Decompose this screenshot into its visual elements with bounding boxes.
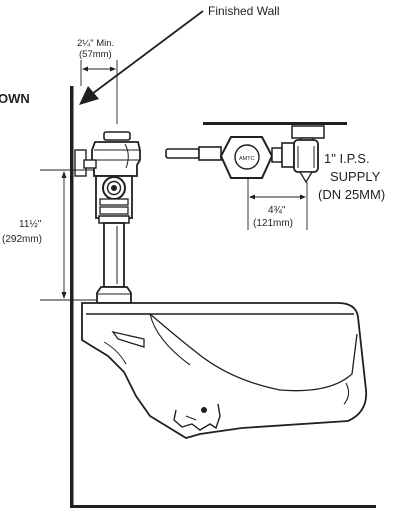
side-offset-label: 2¼" Min. [77,38,114,49]
supply-word-label: SUPPLY [330,169,381,184]
top-offset-dimension: 4¾" (121mm) [247,178,308,230]
supply-label: 1" I.P.S. SUPPLY (DN 25MM) [318,151,385,202]
height-label: 11½" [19,219,42,230]
top-offset-mm-label: (121mm) [253,218,293,229]
top-offset-label: 4¾" [268,205,286,216]
finished-wall-callout: Finished Wall [79,4,280,105]
side-offset-dimension: 2¼" Min. (57mm) [77,38,118,124]
side-offset-mm-label: (57mm) [79,49,112,60]
finished-wall-arrowhead [79,86,99,105]
supply-dn-label: (DN 25MM) [318,187,385,202]
finished-wall-leader [91,10,204,95]
finished-wall-label: Finished Wall [208,4,280,18]
height-mm-label: (292mm) [2,234,42,245]
supply-size-label: 1" I.P.S. [324,151,370,166]
valve-badge: AMTC [239,156,255,162]
supply-stop-top-view: AMTC [165,122,347,184]
height-dimension: 11½" (292mm) [2,169,96,301]
urinal-bowl [81,302,368,439]
cropped-label: OWN [0,91,30,106]
flush-valve-side-view [83,131,141,304]
